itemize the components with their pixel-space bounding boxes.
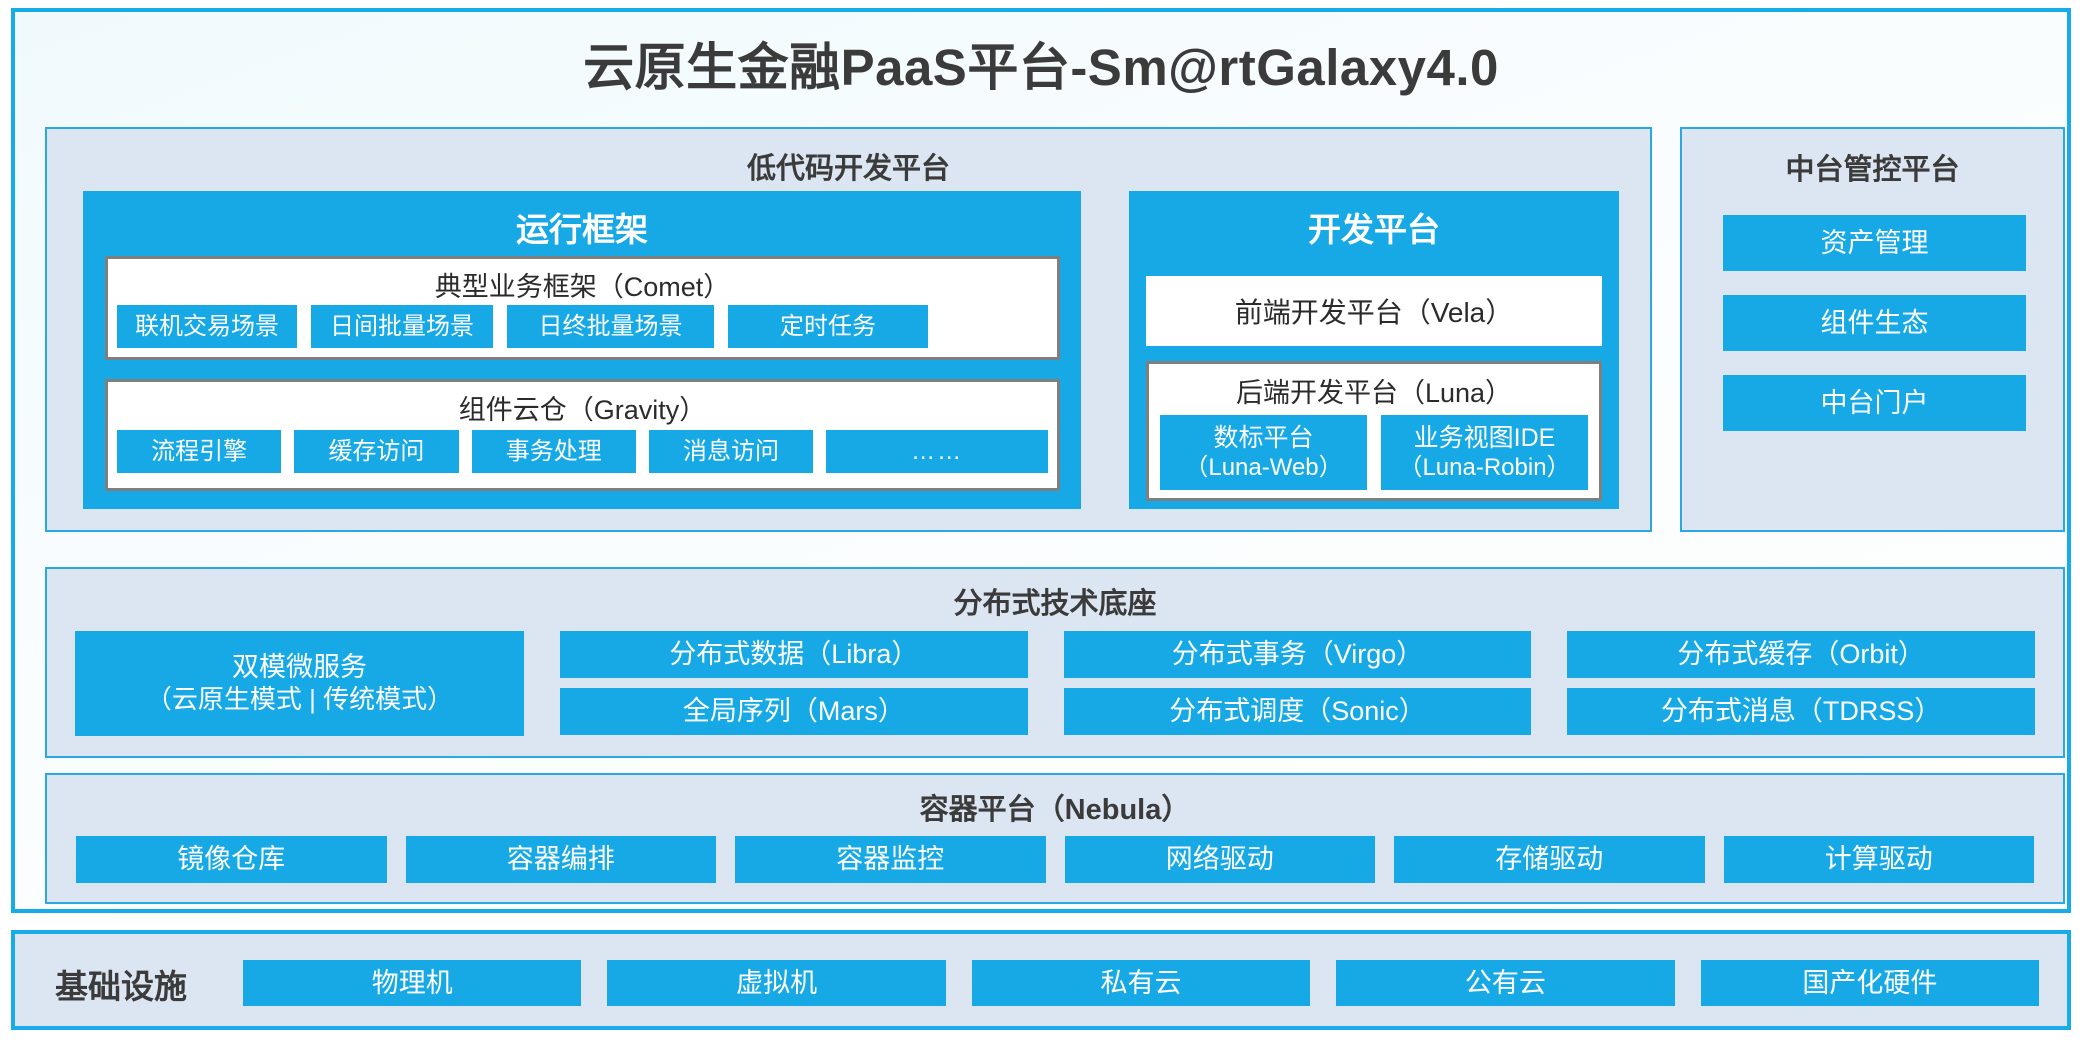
gravity-title: 组件云仓（Gravity） — [458, 395, 707, 425]
techbase-item[interactable]: 分布式调度（Sonic） — [1063, 688, 1532, 735]
comet-title: 典型业务框架（Comet） — [434, 272, 731, 302]
distributed-techbase-title: 分布式技术底座 — [953, 588, 1157, 620]
container-item[interactable]: 网络驱动 — [1064, 836, 1375, 883]
distributed-techbase-body: 双模微服务 （云原生模式 | 传统模式） 分布式数据（Libra） 全局序列（M… — [75, 631, 2036, 736]
infrastructure-section: 基础设施 物理机 虚拟机 私有云 公有云 国产化硬件 — [11, 930, 2071, 1030]
gravity-item[interactable]: 流程引擎 — [117, 430, 282, 473]
techbase-column-3: 分布式缓存（Orbit） 分布式消息（TDRSS） — [1567, 631, 2036, 736]
microservice-modes: （云原生模式 | 传统模式） — [145, 684, 454, 715]
runtime-framework-title: 运行框架 — [516, 211, 648, 248]
techbase-item[interactable]: 分布式事务（Virgo） — [1063, 631, 1532, 678]
gravity-item[interactable]: 缓存访问 — [294, 430, 459, 473]
midplatform-management-section: 中台管控平台 资产管理 组件生态 中台门户 — [1680, 127, 2065, 532]
comet-item[interactable]: 日间批量场景 — [311, 305, 493, 348]
comet-item-list: 联机交易场景 日间批量场景 日终批量场景 定时任务 — [117, 305, 1048, 348]
frontend-platform-label: 前端开发平台（Vela） — [1234, 297, 1514, 328]
backend-item-name: 业务视图IDE — [1413, 423, 1556, 452]
backend-item-codename: （Luna-Robin） — [1398, 454, 1571, 482]
techbase-item[interactable]: 分布式数据（Libra） — [560, 631, 1028, 678]
backend-platform-panel: 后端开发平台（Luna） 数标平台 （Luna-Web） 业务视图IDE （Lu… — [1146, 361, 1602, 501]
distributed-techbase-section: 分布式技术底座 双模微服务 （云原生模式 | 传统模式） 分布式数据（Libra… — [45, 567, 2065, 758]
backend-item-codename: （Luna-Web） — [1184, 454, 1343, 482]
gravity-panel: 组件云仓（Gravity） 流程引擎 缓存访问 事务处理 消息访问 …… — [105, 379, 1060, 491]
midplatform-management-title: 中台管控平台 — [1785, 154, 1960, 186]
container-item[interactable]: 容器编排 — [405, 836, 716, 883]
techbase-item[interactable]: 分布式缓存（Orbit） — [1567, 631, 2036, 678]
midplatform-item-list: 资产管理 组件生态 中台门户 — [1723, 215, 2026, 431]
container-platform-title: 容器平台（Nebula） — [919, 794, 1191, 826]
gravity-item[interactable]: 事务处理 — [471, 430, 636, 473]
gravity-item[interactable]: 消息访问 — [648, 430, 814, 473]
techbase-column-2: 分布式事务（Virgo） 分布式调度（Sonic） — [1063, 631, 1532, 736]
infrastructure-item[interactable]: 虚拟机 — [607, 960, 946, 1006]
comet-item[interactable]: 定时任务 — [728, 305, 928, 348]
container-item[interactable]: 存储驱动 — [1394, 836, 1705, 883]
infrastructure-item[interactable]: 国产化硬件 — [1700, 960, 2040, 1006]
container-platform-section: 容器平台（Nebula） 镜像仓库 容器编排 容器监控 网络驱动 存储驱动 计算… — [45, 773, 2065, 904]
backend-platform-title: 后端开发平台（Luna） — [1235, 378, 1513, 408]
microservice-column: 双模微服务 （云原生模式 | 传统模式） — [75, 631, 524, 736]
backend-platform-item[interactable]: 业务视图IDE （Luna-Robin） — [1381, 415, 1588, 490]
container-item[interactable]: 镜像仓库 — [76, 836, 387, 883]
midplatform-item[interactable]: 组件生态 — [1723, 295, 2026, 351]
infrastructure-label: 基础设施 — [55, 968, 187, 1005]
gravity-item-list: 流程引擎 缓存访问 事务处理 消息访问 …… — [117, 430, 1048, 473]
midplatform-item[interactable]: 中台门户 — [1723, 375, 2026, 431]
platform-main-panel: 云原生金融PaaS平台-Sm@rtGalaxy4.0 低代码开发平台 运行框架 … — [11, 8, 2071, 913]
lowcode-platform-title: 低代码开发平台 — [746, 153, 950, 185]
comet-panel: 典型业务框架（Comet） 联机交易场景 日间批量场景 日终批量场景 定时任务 — [105, 256, 1060, 360]
development-platform-box: 开发平台 前端开发平台（Vela） 后端开发平台（Luna） 数标平台 （Lun… — [1129, 191, 1619, 509]
infrastructure-item[interactable]: 私有云 — [971, 960, 1311, 1006]
development-platform-title: 开发平台 — [1308, 211, 1440, 248]
page-title: 云原生金融PaaS平台-Sm@rtGalaxy4.0 — [583, 39, 1499, 96]
comet-item[interactable]: 联机交易场景 — [117, 305, 297, 348]
techbase-item[interactable]: 全局序列（Mars） — [560, 688, 1028, 735]
comet-item[interactable]: 日终批量场景 — [507, 305, 714, 348]
infrastructure-item-list: 物理机 虚拟机 私有云 公有云 国产化硬件 — [243, 960, 2040, 1006]
lowcode-platform-section: 低代码开发平台 运行框架 典型业务框架（Comet） 联机交易场景 日间批量场景… — [45, 127, 1652, 532]
techbase-column-1: 分布式数据（Libra） 全局序列（Mars） — [560, 631, 1028, 736]
container-item-list: 镜像仓库 容器编排 容器监控 网络驱动 存储驱动 计算驱动 — [76, 836, 2034, 883]
backend-platform-item-list: 数标平台 （Luna-Web） 业务视图IDE （Luna-Robin） — [1160, 415, 1588, 490]
midplatform-item[interactable]: 资产管理 — [1723, 215, 2026, 271]
gravity-item-ellipsis[interactable]: …… — [826, 430, 1048, 473]
runtime-framework-box: 运行框架 典型业务框架（Comet） 联机交易场景 日间批量场景 日终批量场景 … — [83, 191, 1081, 509]
microservice-name: 双模微服务 — [232, 652, 367, 683]
backend-platform-item[interactable]: 数标平台 （Luna-Web） — [1160, 415, 1367, 490]
backend-item-name: 数标平台 — [1213, 423, 1314, 452]
infrastructure-item[interactable]: 物理机 — [243, 960, 582, 1006]
microservice-item[interactable]: 双模微服务 （云原生模式 | 传统模式） — [75, 631, 524, 736]
frontend-platform-panel[interactable]: 前端开发平台（Vela） — [1146, 276, 1602, 346]
techbase-item[interactable]: 分布式消息（TDRSS） — [1567, 688, 2036, 735]
container-item[interactable]: 计算驱动 — [1723, 836, 2034, 883]
infrastructure-item[interactable]: 公有云 — [1336, 960, 1675, 1006]
container-item[interactable]: 容器监控 — [735, 836, 1046, 883]
